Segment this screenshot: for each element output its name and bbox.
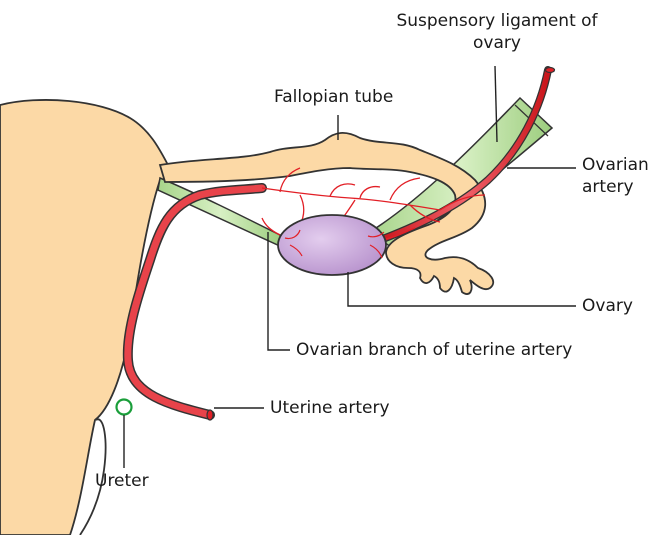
ureter-ring: [117, 400, 132, 415]
label-ovarian-artery-line1: Ovarian: [582, 154, 649, 176]
label-ovarian-branch: Ovarian branch of uterine artery: [296, 339, 572, 361]
label-ovarian-artery-line2: artery: [582, 176, 649, 198]
label-ovary: Ovary: [582, 295, 633, 317]
ovary: [278, 215, 386, 275]
label-ureter: Ureter: [95, 470, 149, 492]
label-fallopian-tube: Fallopian tube: [274, 86, 393, 108]
label-suspensory-ligament-line1: Suspensory ligament of: [372, 10, 622, 32]
label-suspensory-ligament-line2: ovary: [372, 32, 622, 54]
label-uterine-artery: Uterine artery: [270, 397, 390, 419]
label-ovarian-artery: Ovarian artery: [582, 154, 649, 198]
label-suspensory-ligament: Suspensory ligament of ovary: [372, 10, 622, 54]
